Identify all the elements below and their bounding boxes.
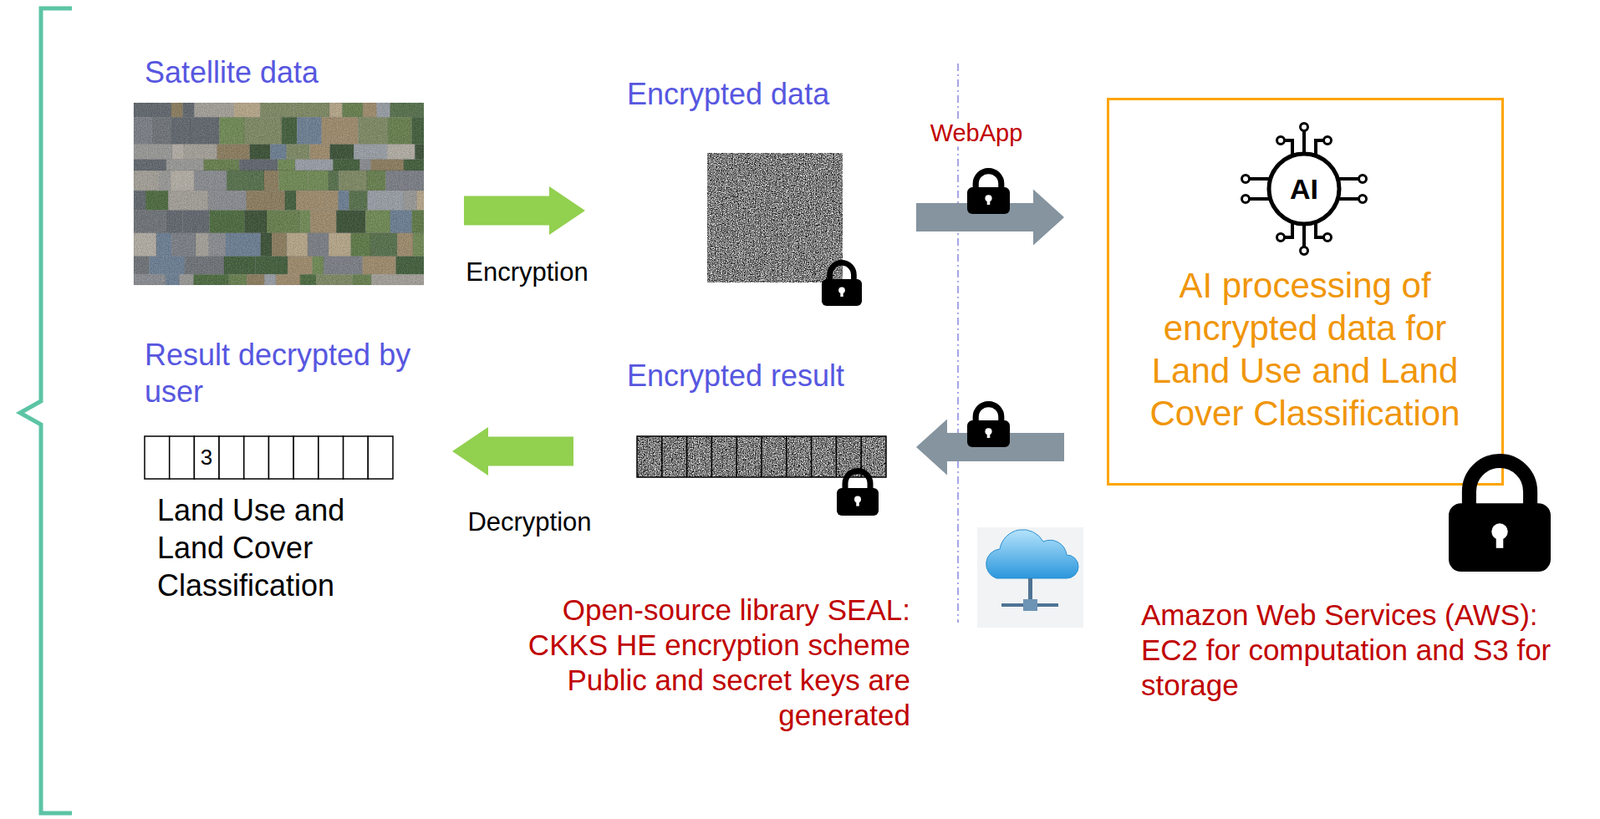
lock-icon bbox=[967, 404, 1010, 448]
upload-arrow bbox=[916, 189, 1065, 246]
ai-icon bbox=[1242, 123, 1367, 255]
cell-divider bbox=[810, 436, 813, 478]
result-cell bbox=[269, 436, 295, 479]
lock-icon bbox=[967, 171, 1010, 215]
image-texture bbox=[133, 102, 424, 286]
webapp-label: WebApp bbox=[927, 119, 1026, 148]
result-cell bbox=[244, 436, 270, 479]
boundary-line bbox=[957, 63, 959, 623]
ai-icon-pin bbox=[1242, 195, 1250, 204]
result-cell bbox=[343, 436, 369, 479]
result-cell bbox=[293, 436, 319, 479]
cell-divider bbox=[835, 436, 838, 478]
decryption-arrow bbox=[452, 427, 574, 476]
result-vector-cells bbox=[144, 436, 393, 479]
result-cell bbox=[318, 436, 344, 479]
lock-keyhole bbox=[840, 290, 843, 297]
section-heading: Result decrypted by user bbox=[144, 336, 429, 411]
cell-divider bbox=[686, 436, 688, 478]
lock-shackle bbox=[845, 471, 871, 491]
result-cell bbox=[144, 436, 170, 479]
ai-icon-pin bbox=[1277, 234, 1285, 242]
lock-keyhole bbox=[987, 198, 991, 205]
ai-icon-pin bbox=[1324, 234, 1332, 242]
cloud-shape bbox=[986, 529, 1079, 579]
annotation-text: Amazon Web Services (AWS): EC2 for compu… bbox=[1141, 597, 1576, 704]
ai-icon-traces bbox=[1248, 130, 1360, 248]
cell-divider bbox=[661, 436, 663, 478]
encrypted-image bbox=[707, 152, 843, 283]
lock-body bbox=[1448, 503, 1551, 572]
lock-icon bbox=[1448, 461, 1551, 572]
result-cell bbox=[169, 436, 195, 479]
ai-icon-core bbox=[1268, 153, 1340, 225]
satellite-image bbox=[133, 102, 424, 286]
result-text: Land Use and Land Cover Classification bbox=[157, 491, 375, 605]
cell-divider bbox=[785, 436, 788, 478]
ai-icon-pin bbox=[1359, 175, 1367, 184]
ai-icon-pins bbox=[1242, 123, 1367, 255]
edge-label: Encryption bbox=[465, 257, 588, 288]
ai-icon-pin bbox=[1277, 137, 1285, 145]
section-heading: Satellite data bbox=[144, 55, 319, 90]
group-bracket bbox=[20, 8, 72, 814]
cell-value: 3 bbox=[193, 436, 220, 479]
lock-icons bbox=[821, 171, 1551, 572]
process-box-outline bbox=[1108, 99, 1504, 485]
lock-icon bbox=[836, 471, 879, 516]
ai-icon-pin bbox=[1300, 247, 1309, 255]
lock-keyhole bbox=[987, 431, 991, 439]
download-arrow bbox=[916, 419, 1065, 476]
section-heading: Encrypted result bbox=[626, 358, 845, 393]
cloud-icon bbox=[977, 527, 1084, 628]
ai-box-outline-group bbox=[1108, 99, 1504, 485]
encryption-arrow bbox=[463, 186, 586, 235]
lock-body bbox=[821, 279, 862, 306]
process-text: AI processing of encrypted data for Land… bbox=[1137, 264, 1473, 435]
encrypted-data-node: Encrypted data bbox=[626, 76, 843, 283]
ai-icon-pin bbox=[1300, 123, 1309, 132]
lock-keyhole bbox=[856, 499, 860, 507]
lock-icon bbox=[821, 262, 862, 306]
cloud-stand bbox=[1028, 578, 1033, 602]
icon-text: AI bbox=[1289, 173, 1319, 206]
ai-processing-box: AI processing of encrypted data for Land… bbox=[1106, 97, 1504, 486]
result-cell bbox=[219, 436, 245, 479]
lock-shackle bbox=[975, 404, 1002, 423]
lock-shackle bbox=[975, 171, 1002, 190]
section-heading: Encrypted data bbox=[626, 76, 830, 112]
cell-divider bbox=[735, 436, 738, 478]
lock-keyhole bbox=[1496, 531, 1504, 549]
lock-body bbox=[967, 187, 1010, 215]
cloud-server bbox=[1023, 599, 1038, 612]
result-cell bbox=[193, 436, 220, 479]
encrypted-result-node: Encrypted result bbox=[626, 358, 887, 478]
lock-shackle bbox=[1468, 461, 1530, 509]
cell-divider bbox=[760, 436, 763, 478]
ai-icon-pin bbox=[1324, 137, 1332, 145]
satellite-image-node: Satellite data bbox=[133, 55, 424, 286]
cell-divider bbox=[711, 436, 714, 478]
cloud-icon-ground bbox=[977, 527, 1084, 628]
ai-icon-pin bbox=[1242, 175, 1250, 184]
decrypted-result-node: Result decrypted by user 3Land Use and La… bbox=[144, 336, 434, 608]
lock-shackle bbox=[830, 262, 855, 281]
ai-icon-pin bbox=[1359, 195, 1367, 204]
lock-body bbox=[967, 420, 1010, 448]
lock-body bbox=[836, 488, 879, 516]
edge-label: Decryption bbox=[467, 507, 592, 538]
annotation-text: Open-source library SEAL: CKKS HE encryp… bbox=[517, 592, 911, 734]
result-cell bbox=[367, 436, 393, 479]
